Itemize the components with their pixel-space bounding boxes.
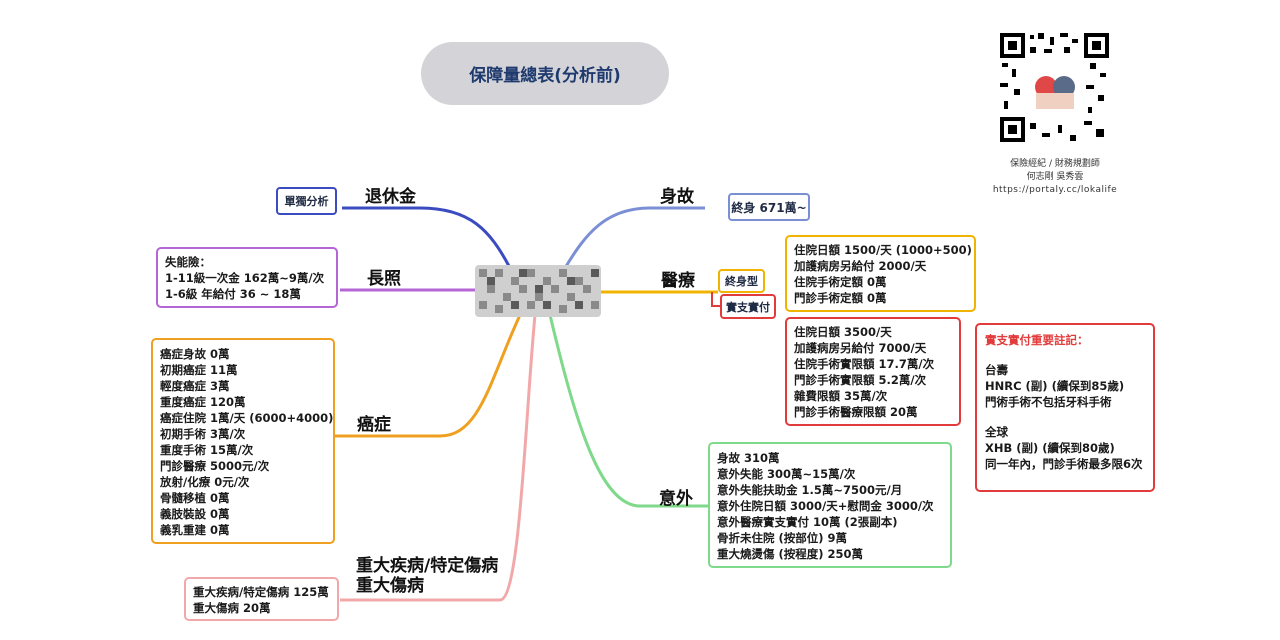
notes-product: HNRC (副) (續保到85歲): [985, 379, 1125, 393]
credit-title: 保險經紀 / 財務規劃師: [1010, 159, 1100, 169]
cancer-line: 輕度癌症 3萬: [160, 379, 230, 393]
notes-heading: 實支實付重要註記：: [985, 333, 1089, 347]
branch-critical: 重大疾病/特定傷病 重大傷病: [356, 556, 498, 596]
branch-critical-line2: 重大傷病: [356, 576, 424, 596]
death-connector: [563, 206, 705, 269]
ltc-line: 失能險：: [165, 255, 211, 269]
credit-link[interactable]: https://portaly.cc/lokalife: [992, 185, 1118, 195]
retire-connector: [342, 206, 512, 269]
retire-box: 單獨分析: [276, 187, 337, 215]
accident-connector: [548, 314, 710, 508]
medical-lifetime-line: 加護病房另給付 2000/天: [794, 259, 927, 273]
notes-detail: 門術手術不包括牙科手術: [985, 395, 1112, 409]
cancer-line: 義乳重建 0萬: [160, 523, 230, 537]
critical-connector: [340, 314, 537, 602]
cancer-line: 重度手術 15萬/次: [160, 443, 254, 457]
accident-line: 身故 310萬: [717, 451, 780, 465]
mindmap-title: 保障量總表(分析前): [421, 42, 669, 105]
branch-retire: 退休金: [365, 187, 416, 207]
cancer-line: 骨髓移植 0萬: [160, 491, 230, 505]
medical-reimburse-line: 門診手術醫療限額 20萬: [794, 405, 918, 419]
branch-medical: 醫療: [661, 271, 695, 291]
accident-line: 重大燒燙傷 (按程度) 250萬: [717, 547, 864, 561]
accident-box: 身故 310萬 意外失能 300萬~15萬/次 意外失能扶助金 1.5萬~750…: [708, 442, 952, 568]
branch-ltc: 長照: [367, 269, 401, 289]
medical-reimburse-box: 住院日額 3500/天 加護病房另給付 7000/天 住院手術實限額 17.7萬…: [785, 317, 961, 426]
death-box: 終身 671萬~: [728, 193, 810, 221]
branch-cancer: 癌症: [357, 415, 391, 435]
notes-box: 實支實付重要註記： 台壽 HNRC (副) (續保到85歲) 門術手術不包括牙科…: [975, 323, 1155, 492]
accident-line: 意外失能 300萬~15萬/次: [717, 467, 856, 481]
medical-lifetime-line: 住院日額 1500/天 (1000+500): [794, 243, 972, 257]
cancer-line: 癌症身故 0萬: [160, 347, 230, 361]
medical-reimburse-line: 住院手術實限額 17.7萬/次: [794, 357, 935, 371]
notes-product: XHB (副) (續保到80歲): [985, 441, 1115, 455]
cancer-line: 初期手術 3萬/次: [160, 427, 246, 441]
cancer-box: 癌症身故 0萬 初期癌症 11萬 輕度癌症 3萬 重度癌症 120萬 癌症住院 …: [151, 338, 335, 544]
medical-reimburse-line: 加護病房另給付 7000/天: [794, 341, 927, 355]
pixelated-center-image: [475, 265, 601, 317]
cancer-line: 放射/化療 0元/次: [160, 475, 250, 489]
accident-line: 骨折未住院 (按部位) 9萬: [717, 531, 848, 545]
person-photo-right: [1053, 76, 1075, 98]
medical-lifetime-line: 住院手術定額 0萬: [794, 275, 887, 289]
medical-tag-lifetime: 終身型: [718, 269, 765, 293]
notes-detail: 同一年內，門診手術最多限6次: [985, 457, 1143, 471]
cancer-line: 重度癌症 120萬: [160, 395, 246, 409]
medical-reimburse-line: 門診手術實限額 5.2萬/次: [794, 373, 927, 387]
medical-reimburse-line: 雜費限額 35萬/次: [794, 389, 888, 403]
qr-code[interactable]: [1000, 33, 1109, 142]
branch-accident: 意外: [659, 489, 693, 509]
medical-lifetime-box: 住院日額 1500/天 (1000+500) 加護病房另給付 2000/天 住院…: [785, 235, 976, 312]
accident-line: 意外住院日額 3000/天+慰問金 3000/次: [717, 499, 934, 513]
branch-critical-line1: 重大疾病/特定傷病: [356, 556, 499, 576]
critical-line: 重大傷病 20萬: [193, 601, 271, 615]
cancer-line: 門診醫療 5000元/次: [160, 459, 270, 473]
notes-region: 全球: [985, 425, 1008, 439]
cancer-line: 癌症住院 1萬/天 (6000+4000): [160, 411, 334, 425]
accident-line: 意外失能扶助金 1.5萬~7500元/月: [717, 483, 903, 497]
accident-line: 意外醫療實支實付 10萬 (2張副本): [717, 515, 898, 529]
notes-region: 台壽: [985, 363, 1008, 377]
cancer-line: 初期癌症 11萬: [160, 363, 238, 377]
critical-line: 重大疾病/特定傷病 125萬: [193, 585, 329, 599]
branch-death: 身故: [660, 187, 694, 207]
cancer-line: 義肢裝設 0萬: [160, 507, 230, 521]
medical-split-connector: [711, 292, 720, 307]
center-node: [475, 265, 601, 317]
ltc-line: 1-11級一次金 162萬~9萬/次: [165, 271, 325, 285]
cancer-connector: [335, 314, 522, 438]
ltc-line: 1-6級 年給付 36 ~ 18萬: [165, 287, 301, 301]
credit-block: 保險經紀 / 財務規劃師 何志剛 吳秀雲 https://portaly.cc/…: [975, 158, 1135, 197]
medical-lifetime-line: 門診手術定額 0萬: [794, 291, 887, 305]
medical-reimburse-line: 住院日額 3500/天: [794, 325, 892, 339]
credit-names: 何志剛 吳秀雲: [1026, 172, 1084, 182]
person-photo-left: [1035, 76, 1057, 98]
ltc-box: 失能險： 1-11級一次金 162萬~9萬/次 1-6級 年給付 36 ~ 18…: [156, 247, 338, 308]
medical-tag-reimburse: 實支實付: [720, 294, 776, 319]
critical-box: 重大疾病/特定傷病 125萬 重大傷病 20萬: [184, 577, 339, 621]
